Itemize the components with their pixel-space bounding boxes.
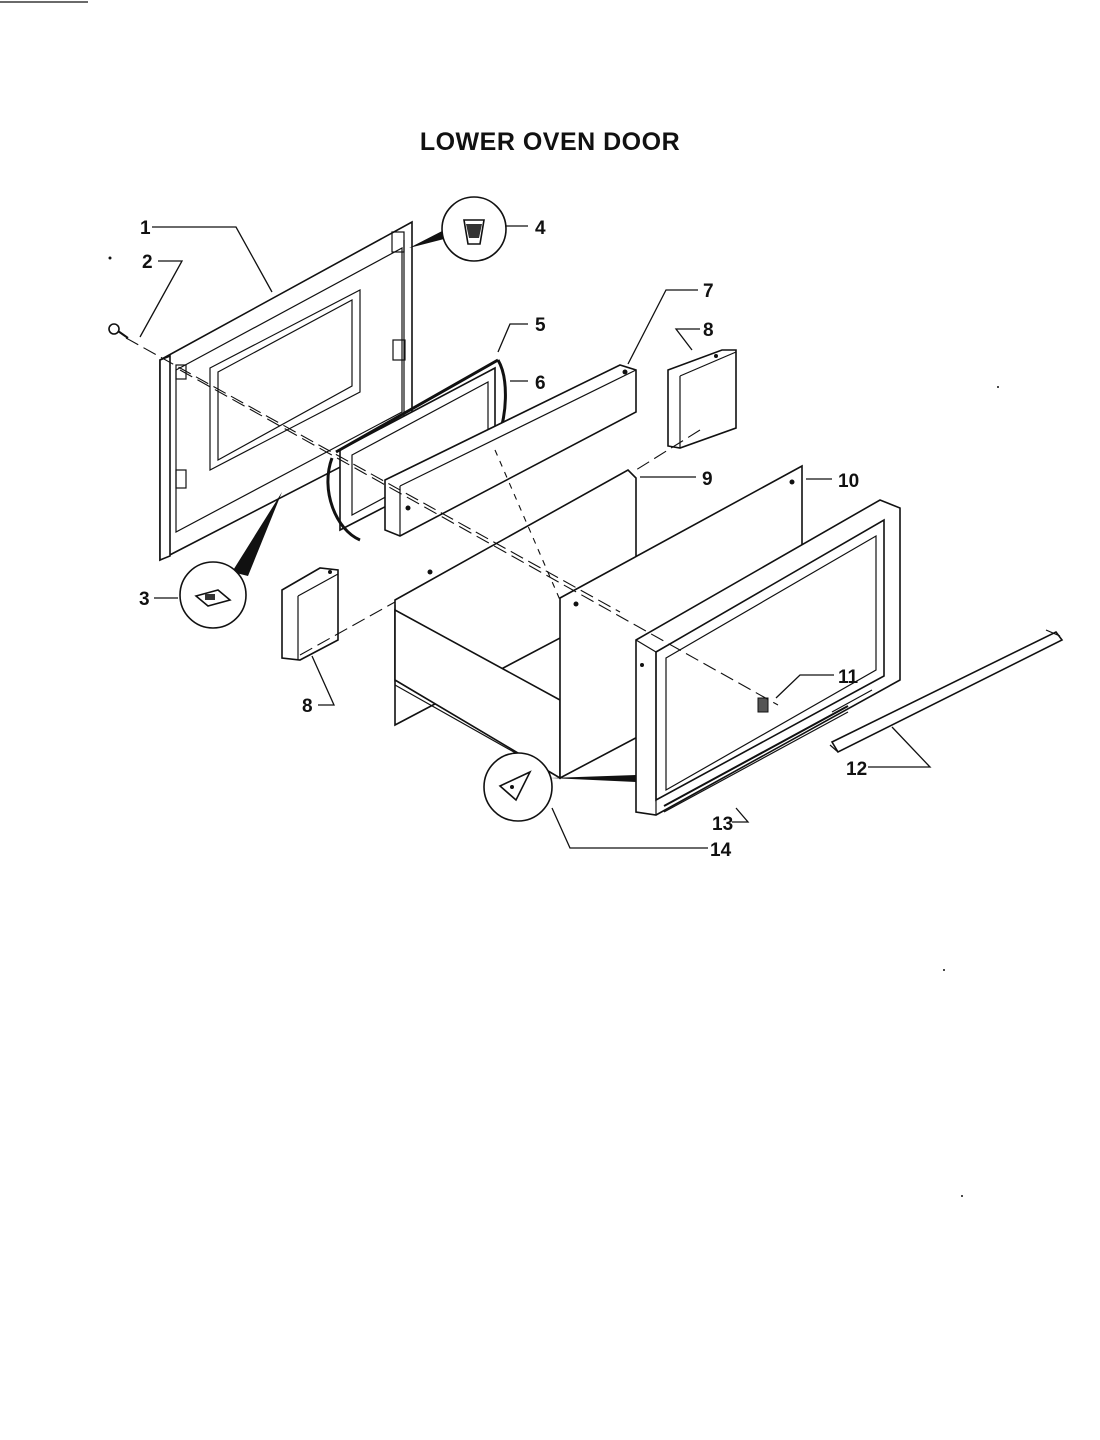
callout-10: 10	[838, 471, 859, 492]
detail-circle-4	[409, 196, 507, 262]
callout-2: 2	[142, 252, 153, 273]
part-screw	[108, 256, 129, 339]
callout-6: 6	[535, 373, 546, 394]
part-side-bracket-left	[281, 567, 339, 661]
callout-12: 12	[846, 759, 867, 780]
part-outer-door-frame	[635, 499, 901, 816]
callout-14: 14	[710, 840, 732, 861]
callout-1: 1	[140, 218, 151, 239]
diagram-title: LOWER OVEN DOOR	[419, 128, 681, 156]
callout-4: 4	[535, 218, 546, 239]
alignment-axes	[125, 337, 779, 706]
callout-7: 7	[703, 281, 714, 302]
callout-8-right: 8	[703, 320, 714, 341]
callout-5: 5	[535, 315, 546, 336]
callout-3: 3	[139, 589, 150, 610]
callout-8-left: 8	[302, 696, 313, 717]
part-gasket-and-glass	[326, 358, 507, 542]
callout-13: 13	[712, 814, 733, 835]
leader-lines	[139, 225, 932, 849]
callout-11: 11	[838, 667, 859, 688]
part-door-handle	[829, 629, 1064, 754]
detail-circle-14	[483, 752, 636, 822]
detail-circle-3	[179, 492, 282, 629]
callout-9: 9	[702, 469, 713, 490]
speck	[997, 386, 999, 388]
speck	[961, 1195, 963, 1197]
part-side-bracket-right	[667, 349, 737, 449]
callout-labels: 1 2 3 4 5 6 7 8 8 9 10 11 12 13 14	[139, 218, 867, 861]
speck	[943, 969, 945, 971]
part-bottom-trim	[663, 705, 849, 813]
part-clip	[757, 697, 769, 713]
part-inner-baffle	[384, 364, 637, 537]
